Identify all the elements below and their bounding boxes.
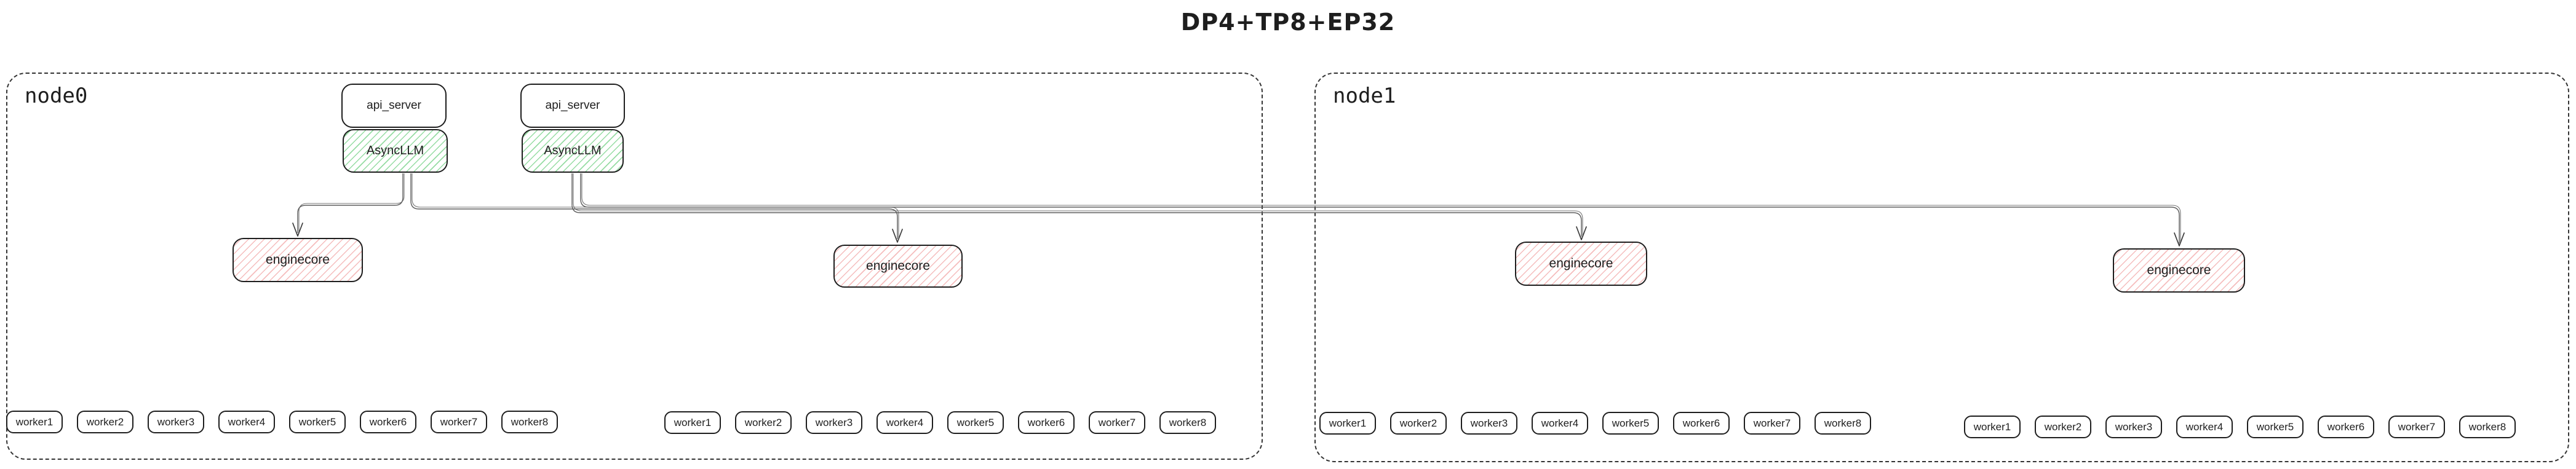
worker-box: worker3 — [148, 411, 204, 433]
worker-box: worker1 — [1964, 416, 2021, 438]
worker-box: worker1 — [1319, 412, 1376, 435]
worker-box: worker1 — [6, 411, 63, 433]
worker-box: worker4 — [218, 411, 275, 433]
worker-row-node1-group2: worker1 worker2 worker3 worker4 worker5 … — [1964, 416, 2516, 438]
worker-box: worker7 — [2388, 416, 2445, 438]
worker-box: worker4 — [1532, 412, 1588, 435]
worker-box: worker2 — [735, 411, 792, 434]
enginecore-box-4: enginecore — [2113, 248, 2245, 293]
worker-box: worker1 — [664, 411, 721, 434]
worker-box: worker3 — [806, 411, 862, 434]
worker-box: worker7 — [1089, 411, 1145, 434]
worker-box: worker7 — [431, 411, 487, 433]
worker-box: worker6 — [1673, 412, 1730, 435]
api-server-box-2: api_server — [520, 84, 625, 128]
worker-box: worker8 — [501, 411, 558, 433]
worker-box: worker5 — [1602, 412, 1659, 435]
worker-box: worker4 — [2176, 416, 2233, 438]
node0-label: node0 — [25, 84, 88, 108]
worker-box: worker5 — [2247, 416, 2304, 438]
worker-box: worker5 — [289, 411, 346, 433]
worker-box: worker4 — [877, 411, 933, 434]
node1-container: node1 — [1314, 73, 2569, 462]
asyncllm-box-2: AsyncLLM — [522, 129, 624, 173]
worker-row-node0-group1: worker1 worker2 worker3 worker4 worker5 … — [6, 411, 558, 433]
worker-box: worker6 — [1018, 411, 1075, 434]
worker-box: worker7 — [1744, 412, 1800, 435]
worker-box: worker3 — [1461, 412, 1517, 435]
node1-label: node1 — [1333, 84, 1396, 108]
worker-box: worker2 — [1390, 412, 1447, 435]
worker-row-node1-group1: worker1 worker2 worker3 worker4 worker5 … — [1319, 412, 1871, 435]
enginecore-box-3: enginecore — [1515, 242, 1647, 286]
worker-box: worker8 — [1159, 411, 1216, 434]
worker-box: worker8 — [2459, 416, 2516, 438]
worker-box: worker6 — [360, 411, 416, 433]
worker-row-node0-group2: worker1 worker2 worker3 worker4 worker5 … — [664, 411, 1216, 434]
api-server-box-1: api_server — [341, 84, 447, 128]
diagram-title: DP4+TP8+EP32 — [1180, 9, 1396, 36]
worker-box: worker2 — [2035, 416, 2091, 438]
worker-box: worker3 — [2105, 416, 2162, 438]
enginecore-box-2: enginecore — [833, 245, 963, 288]
worker-box: worker8 — [1815, 412, 1871, 435]
enginecore-box-1: enginecore — [233, 238, 363, 282]
worker-box: worker6 — [2318, 416, 2374, 438]
worker-box: worker5 — [947, 411, 1004, 434]
worker-box: worker2 — [77, 411, 133, 433]
asyncllm-box-1: AsyncLLM — [343, 129, 448, 173]
node0-container: node0 — [6, 73, 1263, 460]
